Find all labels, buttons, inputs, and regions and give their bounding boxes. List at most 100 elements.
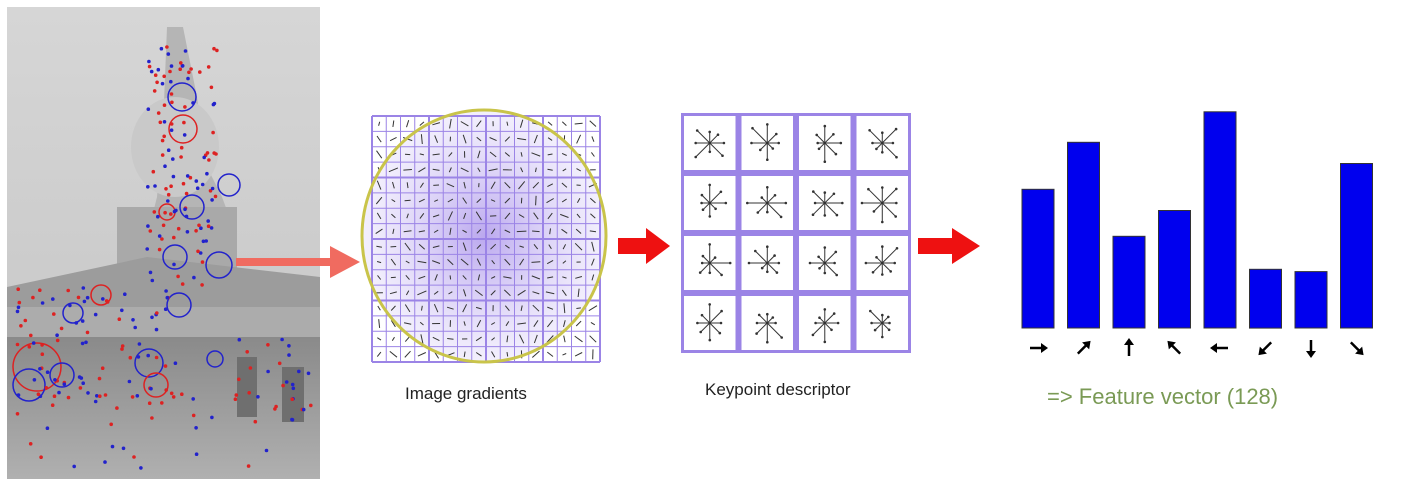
gradient-tick <box>419 153 425 156</box>
descriptor-ray-tip <box>887 315 890 319</box>
keypoint-circle <box>12 342 62 392</box>
descriptor-ray <box>709 262 722 276</box>
down-right-arrow-icon <box>1349 341 1364 356</box>
keypoint-dot <box>15 342 20 347</box>
gradient-tick <box>561 182 568 188</box>
descriptor-ray-tip <box>881 335 884 339</box>
keypoint-dot <box>172 209 177 214</box>
keypoint-dot <box>127 379 132 384</box>
gradient-tick <box>491 322 496 326</box>
keypoint-dot <box>50 403 55 408</box>
descriptor-ray <box>824 142 837 155</box>
keypoint-dot <box>169 122 174 126</box>
descriptor-ray <box>881 316 889 324</box>
keypoint-circle <box>179 194 205 220</box>
keypoint-dot <box>68 303 72 308</box>
keypoint-dot <box>40 352 45 357</box>
gradient-tick <box>505 244 510 249</box>
gradient-tick <box>547 137 553 141</box>
keypoint-dot <box>27 345 32 349</box>
keypoint-dot <box>169 391 174 396</box>
keypoint-dot <box>85 330 90 335</box>
keypoint-dot <box>93 312 98 317</box>
keypoint-dot <box>178 67 182 71</box>
descriptor-ray-tip <box>832 133 835 136</box>
descriptor-ray-tip <box>714 207 717 211</box>
keypoint-dot <box>165 45 169 49</box>
keypoint-dot <box>23 318 28 323</box>
descriptor-ray <box>812 202 826 216</box>
descriptor-ray-tip <box>808 261 812 265</box>
keypoint-dot <box>31 295 35 300</box>
keypoint-dot <box>209 85 214 90</box>
gradient-tick <box>375 196 383 205</box>
descriptor-ray-tip <box>784 201 788 205</box>
keypoint-dot <box>215 48 219 53</box>
keypoint-dot <box>157 234 162 238</box>
keypoint-dot <box>29 333 33 338</box>
gradient-tick <box>463 212 467 219</box>
descriptor-ray-tip <box>872 210 876 213</box>
gradient-tick <box>503 276 512 279</box>
keypoint-dot <box>176 274 180 279</box>
gradient-tick <box>405 274 410 280</box>
descriptor-ray-tip <box>823 246 827 249</box>
keypoint-dot <box>264 448 269 453</box>
gradient-tick <box>474 289 483 297</box>
keypoint-dot <box>66 395 71 400</box>
keypoint-dot <box>16 393 21 397</box>
gradient-tick <box>433 290 439 295</box>
descriptor-ray-tip <box>759 148 762 152</box>
keypoint-dot <box>38 288 42 293</box>
keypoint-dot <box>74 321 79 325</box>
keypoint-descriptor-grid <box>681 113 911 353</box>
gradient-tick <box>419 321 424 326</box>
descriptor-ray-tip <box>700 193 704 197</box>
descriptor-ray-tip <box>818 267 821 270</box>
gradient-tick <box>462 229 467 233</box>
keypoint-dot <box>156 67 161 72</box>
descriptor-ray <box>766 255 775 264</box>
keypoint-dot <box>160 138 165 143</box>
gradient-tick <box>547 306 554 310</box>
descriptor-cells <box>681 113 911 353</box>
keypoint-dot <box>109 422 113 427</box>
keypoint-dot <box>297 369 301 374</box>
gradient-tick <box>546 259 554 265</box>
keypoint-dot <box>191 101 195 105</box>
gradient-tick <box>561 121 567 126</box>
descriptor-ray-tip <box>694 155 697 159</box>
keypoint-dot <box>287 344 291 348</box>
descriptor-ray <box>873 202 883 212</box>
keypoint-dot <box>277 361 282 366</box>
keypoint-dot <box>209 226 214 230</box>
gradient-tick <box>405 260 410 264</box>
keypoint-dot <box>148 229 153 233</box>
descriptor-ray-tip <box>766 186 769 189</box>
descriptor-ray <box>824 193 835 204</box>
gradient-tick <box>548 244 552 250</box>
gradient-tick <box>432 168 440 171</box>
pointer-arrow-3 <box>918 228 980 264</box>
keypoint-dot <box>163 164 167 168</box>
keypoint-dot <box>168 69 172 74</box>
descriptor-cell <box>681 113 739 173</box>
descriptor-ray <box>881 262 892 272</box>
gradient-tick <box>506 352 509 357</box>
pointer-arrow-shaft <box>918 238 954 254</box>
keypoint-dot <box>28 442 33 446</box>
keypoint-dot <box>210 415 214 420</box>
gradient-tick <box>376 180 382 190</box>
descriptor-ray-tip <box>708 338 712 342</box>
gradient-tick <box>575 228 582 234</box>
descriptor-ray-tip <box>816 141 819 145</box>
keypoint-dot <box>156 111 161 115</box>
keypoint-dot <box>171 174 176 179</box>
descriptor-ray-tip <box>875 147 878 151</box>
gradient-tick <box>491 259 495 265</box>
keypoint-dot <box>15 309 20 314</box>
keypoint-dot <box>194 179 199 183</box>
keypoint-dot <box>120 347 124 351</box>
gradient-tick <box>562 168 567 172</box>
gradient-tick <box>506 335 509 343</box>
